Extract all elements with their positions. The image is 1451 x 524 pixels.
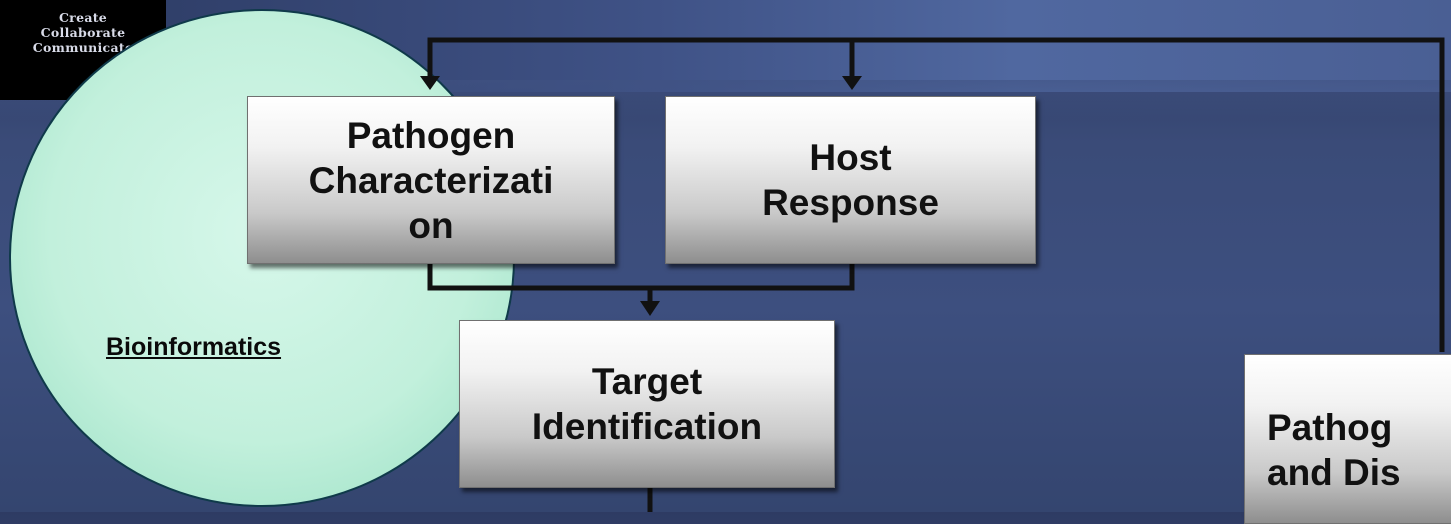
pathogen-characterization-label: Pathogen Characterizati on: [308, 114, 554, 246]
arrowhead-host: [842, 76, 862, 90]
right-partial-label: Pathog and Dis: [1267, 407, 1401, 493]
target-identification-box: Target Identification: [459, 320, 835, 488]
target-identification-label: Target Identification: [531, 361, 763, 447]
pathogen-characterization-box: Pathogen Characterizati on: [247, 96, 615, 264]
host-response-label: Host Response: [762, 137, 939, 223]
arrowhead-target: [640, 301, 660, 316]
logo-line-create: Create: [58, 10, 108, 25]
connector-top-loop: [427, 37, 1445, 352]
connector-merge: [427, 262, 855, 291]
logo-line-communicate: Communicate: [32, 40, 134, 55]
bioinformatics-label: Bioinformatics: [106, 333, 282, 361]
host-response-box: Host Response: [665, 96, 1036, 264]
logo-line-collaborate: Collaborate: [40, 25, 126, 40]
right-partial-box: Pathog and Dis: [1244, 354, 1451, 524]
arrowhead-pathogen: [420, 76, 440, 90]
